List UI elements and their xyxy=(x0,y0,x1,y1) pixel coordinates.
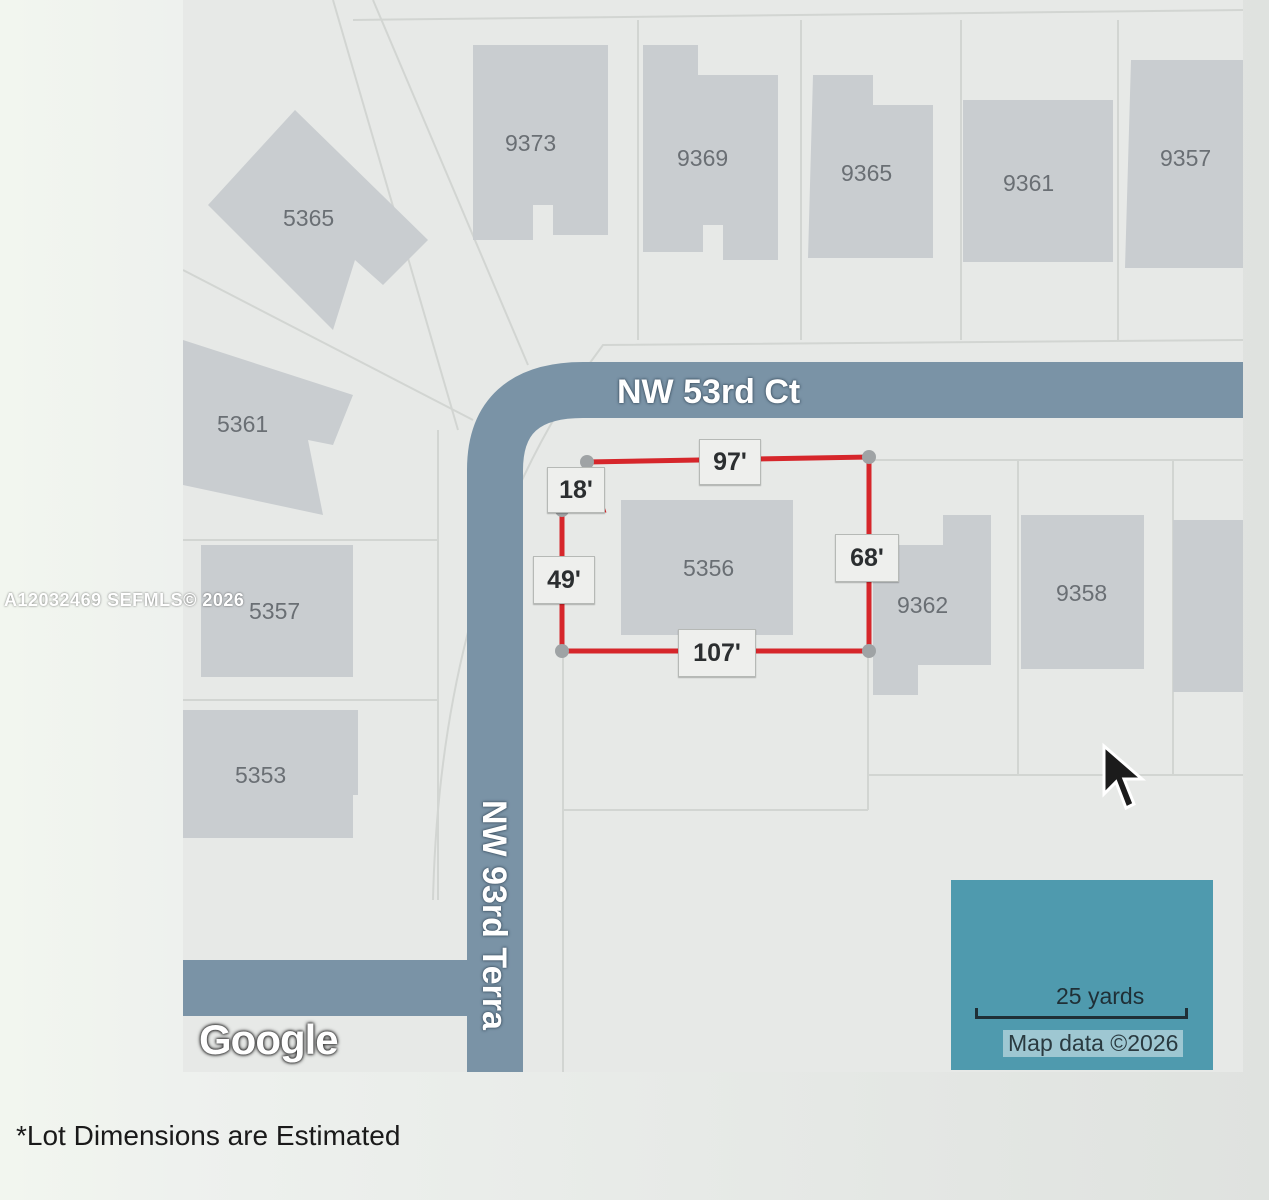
parcel-label-9373: 9373 xyxy=(505,130,557,156)
lot-dimension-top-left: 18' xyxy=(547,467,605,513)
parcel-label-5365: 5365 xyxy=(283,205,335,231)
road-label-nw-53rd-ct: NW 53rd Ct xyxy=(617,373,801,411)
water-area xyxy=(951,880,1213,1070)
parcel-label-9369: 9369 xyxy=(677,145,729,171)
parcel-label-9362: 9362 xyxy=(897,592,949,618)
parcel-label-9361: 9361 xyxy=(1003,170,1055,196)
lot-dimensions-footnote: *Lot Dimensions are Estimated xyxy=(16,1120,401,1151)
listing-watermark: A12032469 SEFMLS© 2026 xyxy=(4,590,245,610)
scale-label: 25 yards xyxy=(1056,983,1145,1009)
parcel-label-5356: 5356 xyxy=(683,555,735,581)
parcel-label-9365: 9365 xyxy=(841,160,893,186)
mouse-pointer-icon xyxy=(1102,742,1147,811)
google-logo: Google xyxy=(199,1016,339,1063)
lot-dimension-top: 97' xyxy=(699,439,761,485)
lot-dimension-bottom: 107' xyxy=(678,629,756,677)
scale-bar xyxy=(975,1008,1188,1019)
lot-dimension-left: 49' xyxy=(533,556,595,604)
map-base xyxy=(183,0,1243,1072)
road-label-nw-93rd-terrace: NW 93rd Terra xyxy=(475,800,513,1030)
lot-dimension-right: 68' xyxy=(835,534,899,582)
parcel-label-9358: 9358 xyxy=(1056,580,1108,606)
parcel-label-5357: 5357 xyxy=(249,598,301,624)
road-nw-93rd-terrace xyxy=(467,362,1243,1072)
parcel-label-9357: 9357 xyxy=(1160,145,1212,171)
parcel-label-5353: 5353 xyxy=(235,762,287,788)
parcel-label-5361: 5361 xyxy=(217,411,269,437)
map-attribution: Map data ©2026 xyxy=(1003,1030,1184,1057)
map-view[interactable]: 9373 9369 9365 9361 9357 5365 5361 5357 … xyxy=(183,0,1243,1072)
